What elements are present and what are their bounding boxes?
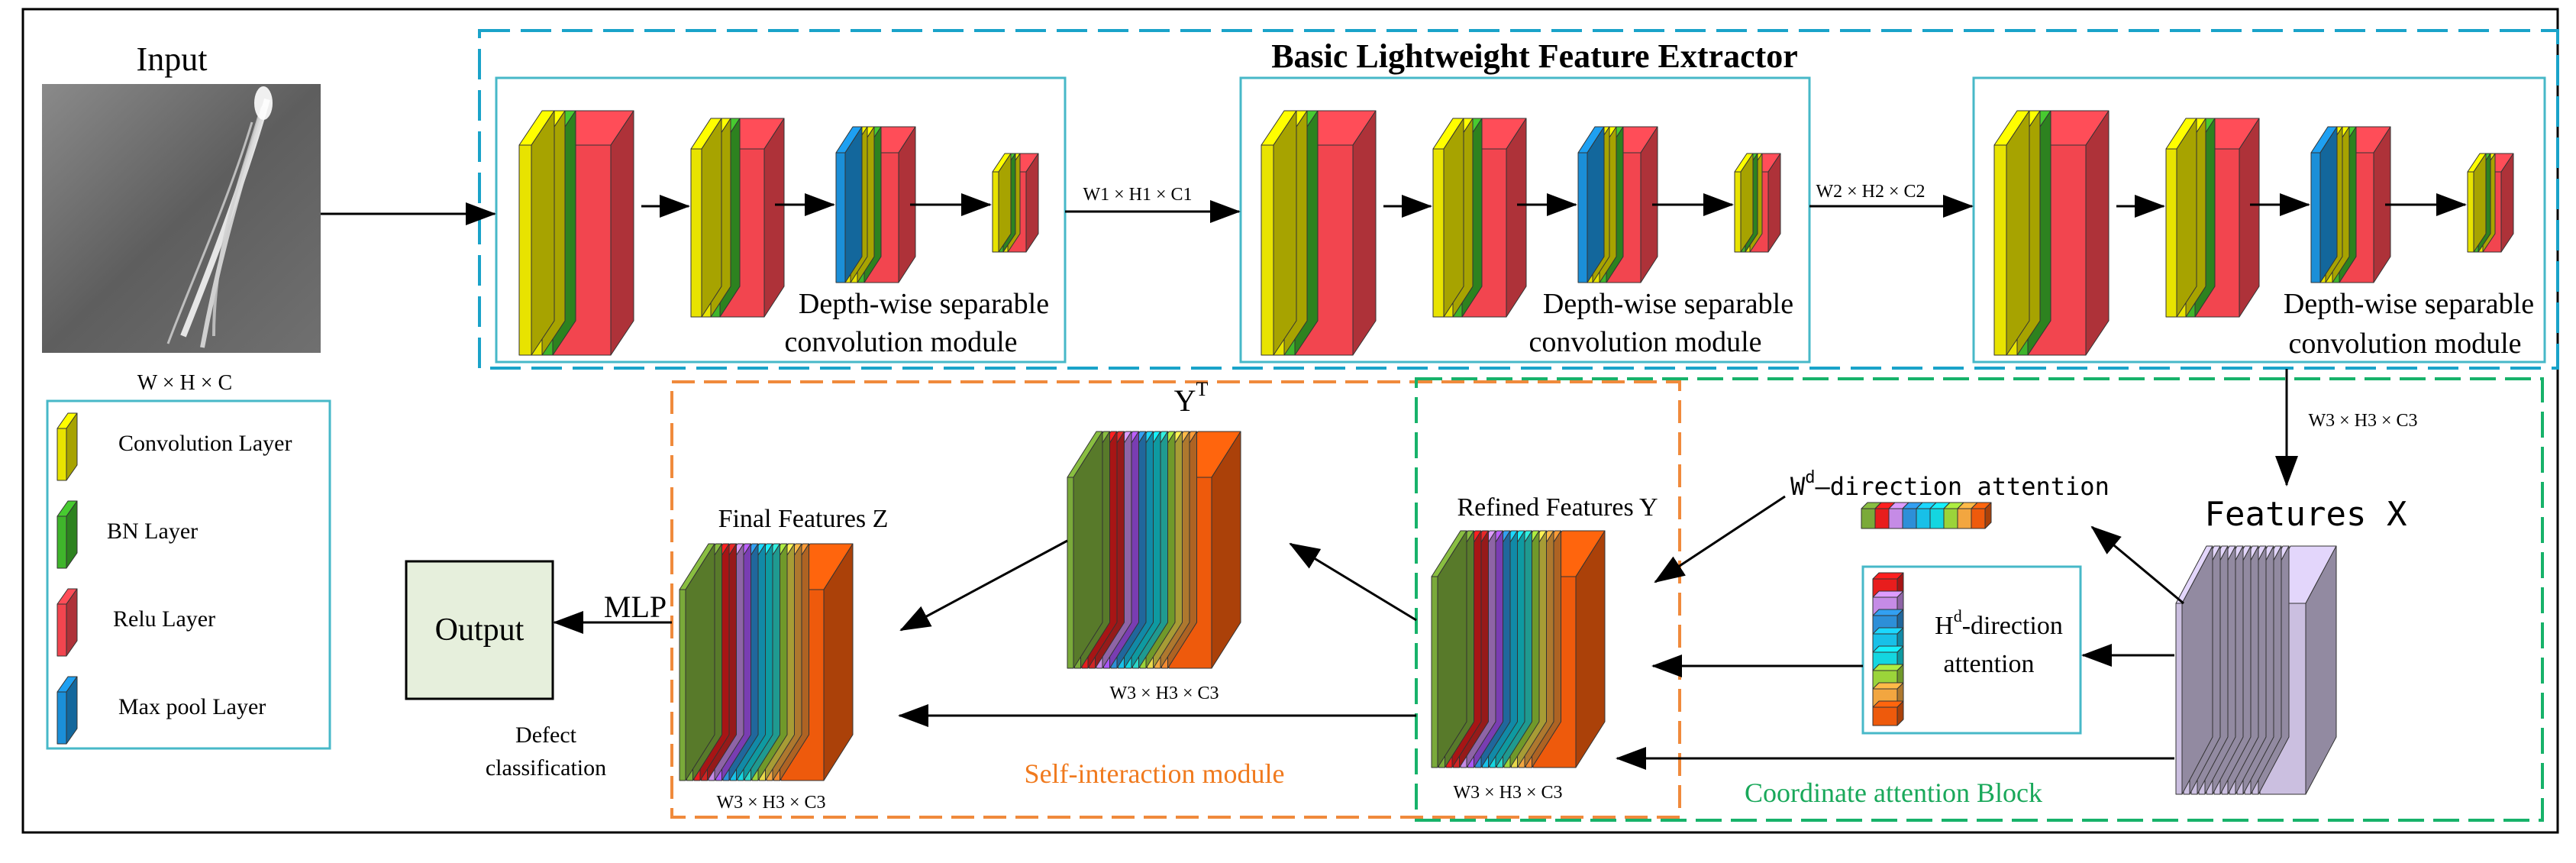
h-attention-label-line2: attention [1944,650,2035,678]
legend-relu-swatch [56,588,78,657]
legend-bn-label: BN Layer [107,519,198,544]
legend-maxpool-label: Max pool Layer [118,694,266,719]
yt-label: YT [1174,378,1209,418]
w-attention-bar [1861,502,1992,529]
output-label: Output [435,613,525,648]
extractor-output-dims-label: W3 × H3 × C3 [2308,411,2417,431]
coordinate-attention-label: Coordinate attention Block [1745,777,2042,808]
legend-conv-swatch [56,412,78,481]
dws-module-1-label-line1: Depth-wise separable [799,288,1049,320]
dws-1-big-layer-1 [518,110,555,356]
dws-2-pool-layer-1 [1577,126,1605,283]
final-dims-label: W3 × H3 × C3 [716,793,825,813]
dws-module-3-label-line1: Depth-wise separable [2284,288,2534,320]
yt-dims-label: W3 × H3 × C3 [1109,684,1219,703]
arrow-w-attention-to-refined [1654,495,1786,583]
feature-stacks [679,431,2337,795]
w-attention-cell-9 [1971,502,1992,529]
input-label: Input [137,40,208,78]
dims-2-label: W2 × H2 × C2 [1816,182,1925,202]
dws-3-pool-layer-1 [2310,126,2338,283]
refined-features-y-layer-1 [1431,530,1467,768]
final-features-label: Final Features Z [718,505,889,533]
self-interaction-box [670,380,1681,819]
feature-extractor-title: Basic Lightweight Feature Extractor [1271,37,1798,75]
refined-features-label: Refined Features Y [1457,493,1658,522]
dws-2-big-layer-1 [1261,110,1297,356]
features-x-label: Features X [2205,495,2407,534]
dws-1-pool-layer-1 [835,126,863,283]
legend-bn-swatch [56,500,78,569]
dws-3-small-layer-1 [2467,153,2487,253]
refined-dims-label: W3 × H3 × C3 [1453,783,1562,803]
dws-1-small-layer-1 [992,153,1012,253]
connection-arrows [553,369,2298,770]
defect-classification-line2: classification [486,755,606,781]
legend-box [46,399,331,750]
legend-swatches [56,412,78,745]
h-attention-bar [1872,572,1904,726]
legend-relu-label: Relu Layer [113,606,215,632]
self-interaction-label: Self-interaction module [1025,758,1285,789]
yt-features-layer-1 [1067,431,1103,669]
h-attention-cell-8 [1872,700,1904,726]
dws-module-2-label-line2: convolution module [1528,326,1761,358]
feature-extractor-box [478,29,2559,370]
coordinate-attention-box [1415,377,2544,822]
final-features-z-layer-1 [679,543,715,781]
dws-layer-stacks [518,110,2514,356]
legend-maxpool-swatch [56,676,78,745]
dws-3-big-layer-1 [1993,110,2030,356]
arrow-refined-to-yt [1289,542,1417,622]
h-attention-label-line1: Hd-direction [1935,606,2063,640]
input-dims-label: W × H × C [137,371,232,395]
features-x-layer-1 [2175,545,2213,795]
dws-3-mid-layer-1 [2165,118,2197,318]
output-box [405,560,554,700]
mlp-label: MLP [604,590,667,624]
legend-conv-label: Convolution Layer [118,431,292,456]
dws-2-small-layer-1 [1734,153,1754,253]
dws-2-mid-layer-1 [1432,118,1464,318]
w-attention-label: Wd–direction attention [1790,468,2110,501]
arrow-features-x-to-w-attention [2090,525,2184,605]
defect-classification-line1: Defect [515,722,577,748]
arrow-yt-to-final [899,539,1068,632]
dws-module-3-label-line2: convolution module [2288,328,2521,360]
dws-1-mid-layer-1 [690,118,722,318]
dws-module-1-label-line2: convolution module [784,326,1017,358]
outer-frame [21,8,2559,834]
dws-module-2-label-line1: Depth-wise separable [1543,288,1793,320]
dims-1-label: W1 × H1 × C1 [1083,185,1192,205]
input-image [42,84,321,353]
